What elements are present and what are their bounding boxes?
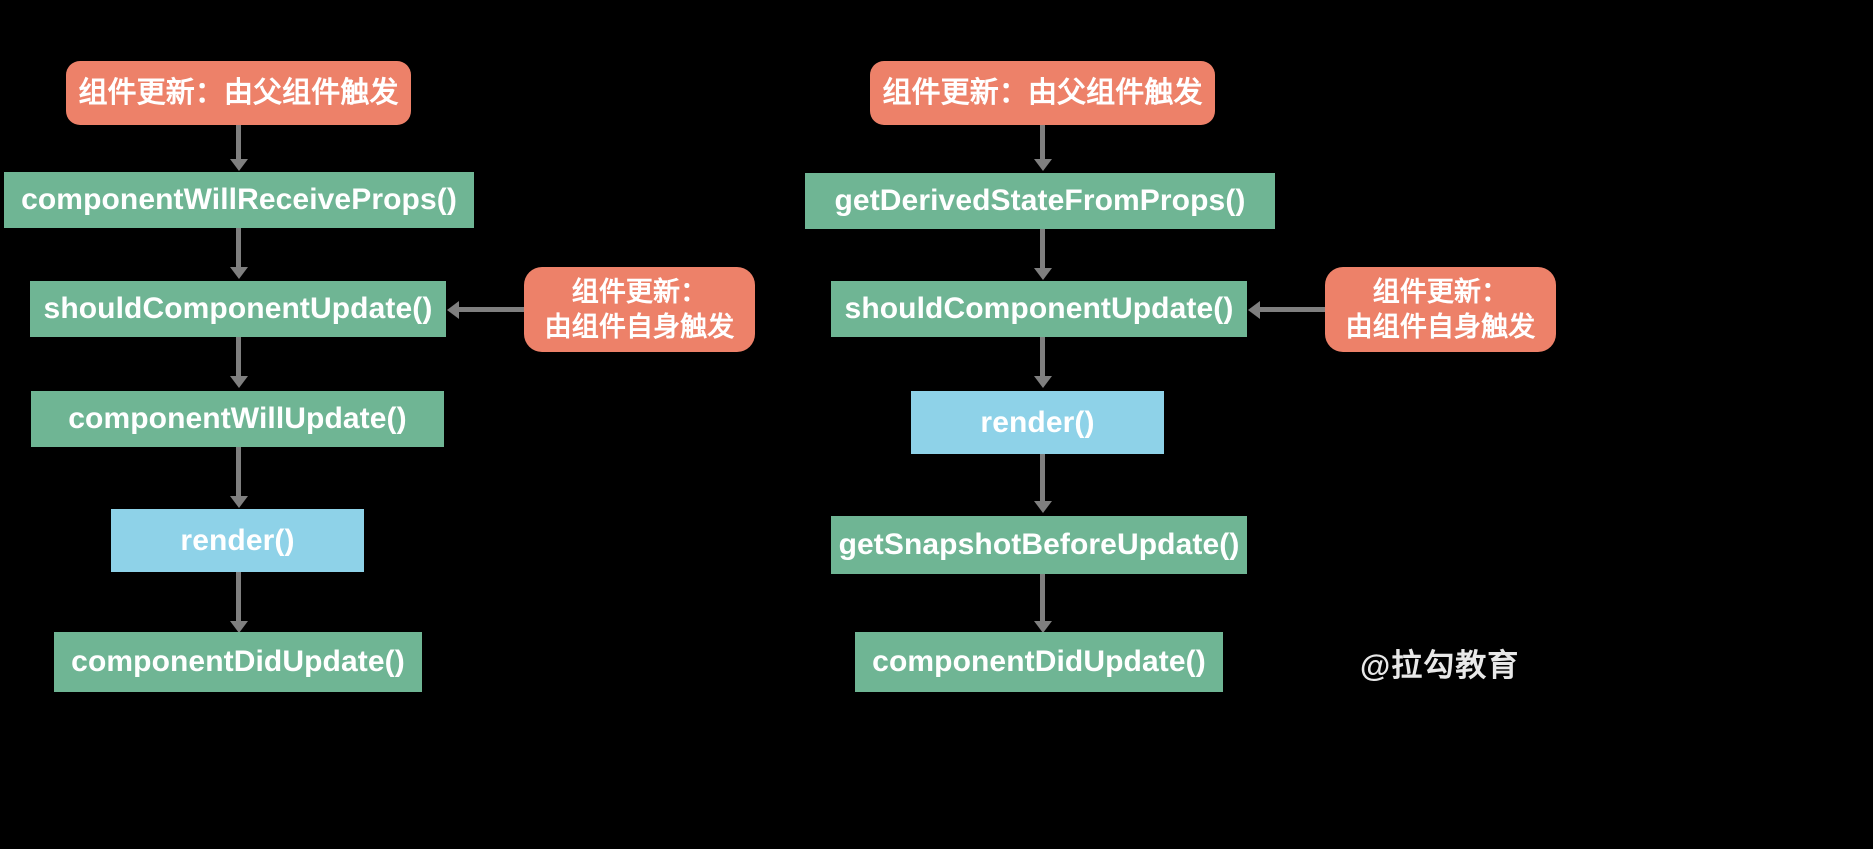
left-self-trigger-label: 组件更新： 由组件自身触发 <box>524 267 755 352</box>
right-arrow-self-trigger-to-scu <box>1259 307 1325 312</box>
right-arrow-gsbu-to-cdu <box>1040 574 1045 622</box>
right-parent-trigger-label: 组件更新：由父组件触发 <box>870 61 1215 125</box>
left-step-component-will-update: componentWillUpdate() <box>31 391 444 447</box>
left-arrow-cwrp-to-scu <box>236 228 241 268</box>
right-arrow-gdsfp-to-scu <box>1040 229 1045 269</box>
right-arrow-scu-to-render <box>1040 337 1045 377</box>
right-step-get-derived-state-from-props: getDerivedStateFromProps() <box>805 173 1275 229</box>
left-step-should-component-update: shouldComponentUpdate() <box>30 281 446 337</box>
left-arrow-self-trigger-to-scu <box>458 307 524 312</box>
right-self-trigger-label: 组件更新： 由组件自身触发 <box>1325 267 1556 352</box>
left-parent-trigger-label: 组件更新：由父组件触发 <box>66 61 411 125</box>
right-arrow-trigger-to-gdsfp <box>1040 125 1045 160</box>
left-arrow-cwu-to-render <box>236 447 241 497</box>
right-step-should-component-update: shouldComponentUpdate() <box>831 281 1247 337</box>
left-arrow-render-to-cdu <box>236 572 241 622</box>
right-step-render: render() <box>911 391 1164 454</box>
left-arrow-trigger-to-cwrp <box>236 125 241 160</box>
watermark-label: @拉勾教育 <box>1360 648 1520 683</box>
right-arrow-render-to-gsbu <box>1040 454 1045 502</box>
left-step-component-will-receive-props: componentWillReceiveProps() <box>4 172 474 228</box>
right-step-component-did-update: componentDidUpdate() <box>855 632 1223 692</box>
left-arrow-scu-to-cwu <box>236 337 241 377</box>
left-step-render: render() <box>111 509 364 572</box>
left-step-component-did-update: componentDidUpdate() <box>54 632 422 692</box>
right-step-get-snapshot-before-update: getSnapshotBeforeUpdate() <box>831 516 1247 574</box>
